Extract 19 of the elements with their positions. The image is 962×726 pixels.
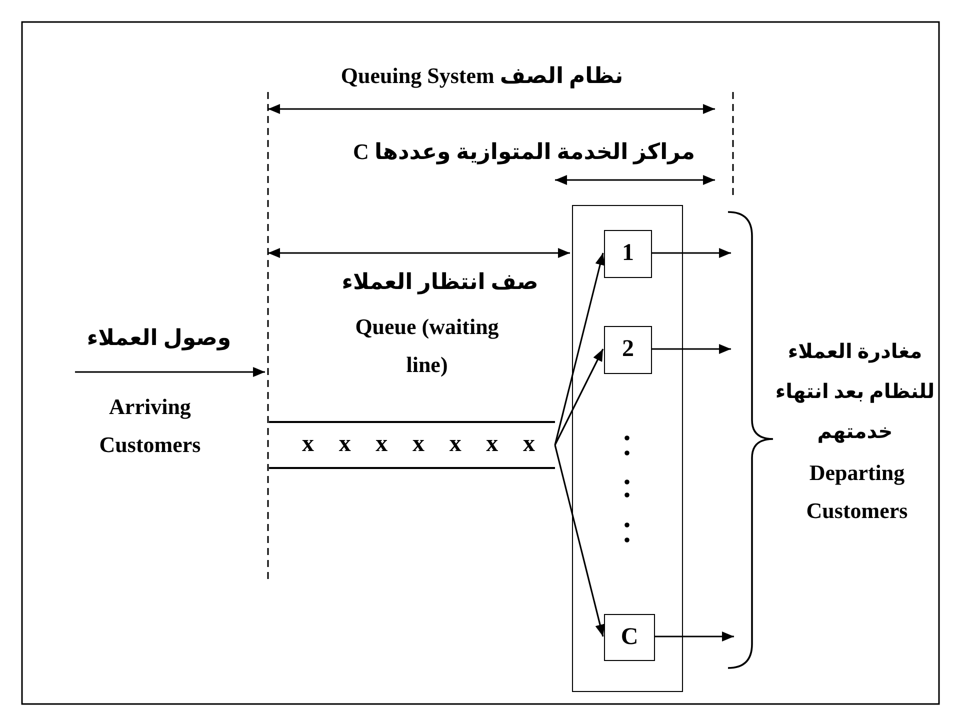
service-column [572,205,683,692]
server-box: 1 [604,230,652,278]
arrow [554,252,605,446]
arrow [654,632,734,642]
text-label: نظام الصف Queuing System [340,62,624,90]
arrow [554,444,605,637]
text-label: Arriving Customers [98,393,202,459]
text-label: صف انتظار العملاء [340,268,540,296]
arrow [651,344,731,354]
arrow [554,348,604,446]
arrow [651,248,731,258]
text-label: مراكز الخدمة المتوازية وعددها C [352,138,696,166]
text-label: Departing Customers [805,459,909,525]
queue-band: x x x x x x x [269,421,555,469]
text-label: مغادرة العملاء للنظام بعد انتهاء خدمتهم [774,340,936,445]
text-label: وصول العملاء [86,324,232,352]
text-label: Queue (waiting line) [354,313,500,379]
server-box: 2 [604,326,652,374]
server-box: C [604,614,655,661]
